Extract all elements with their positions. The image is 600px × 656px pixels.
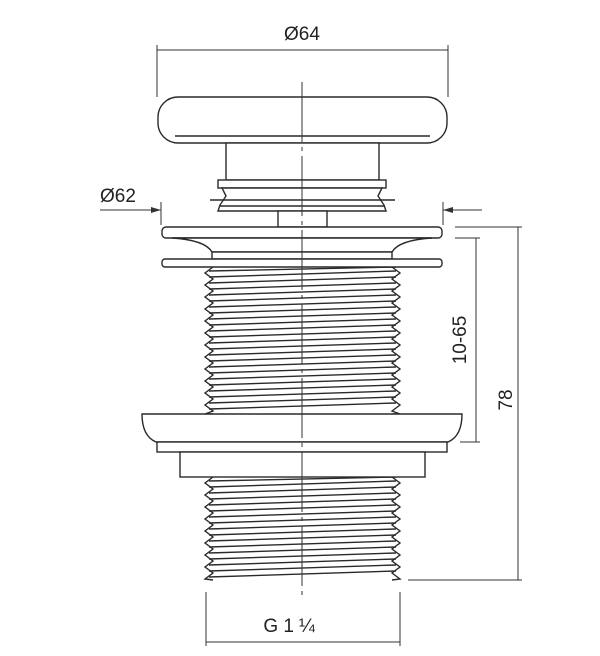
dim-clamp-range: 10-65 <box>450 316 471 365</box>
thread-profile <box>203 476 215 581</box>
thread-line <box>208 288 397 296</box>
thread-line <box>208 372 397 380</box>
dim-thread-fraction: ¼ <box>299 616 316 637</box>
dim-thread-size: G 1 <box>263 616 294 637</box>
arrowhead <box>443 207 453 213</box>
dim-flange-diameter: Ø62 <box>100 186 136 207</box>
thread-profile <box>390 476 402 581</box>
dim-total-height: 78 <box>496 389 517 410</box>
dim-cap-diameter: Ø64 <box>284 24 320 45</box>
arrowhead <box>151 207 161 213</box>
thread-line <box>208 510 397 518</box>
